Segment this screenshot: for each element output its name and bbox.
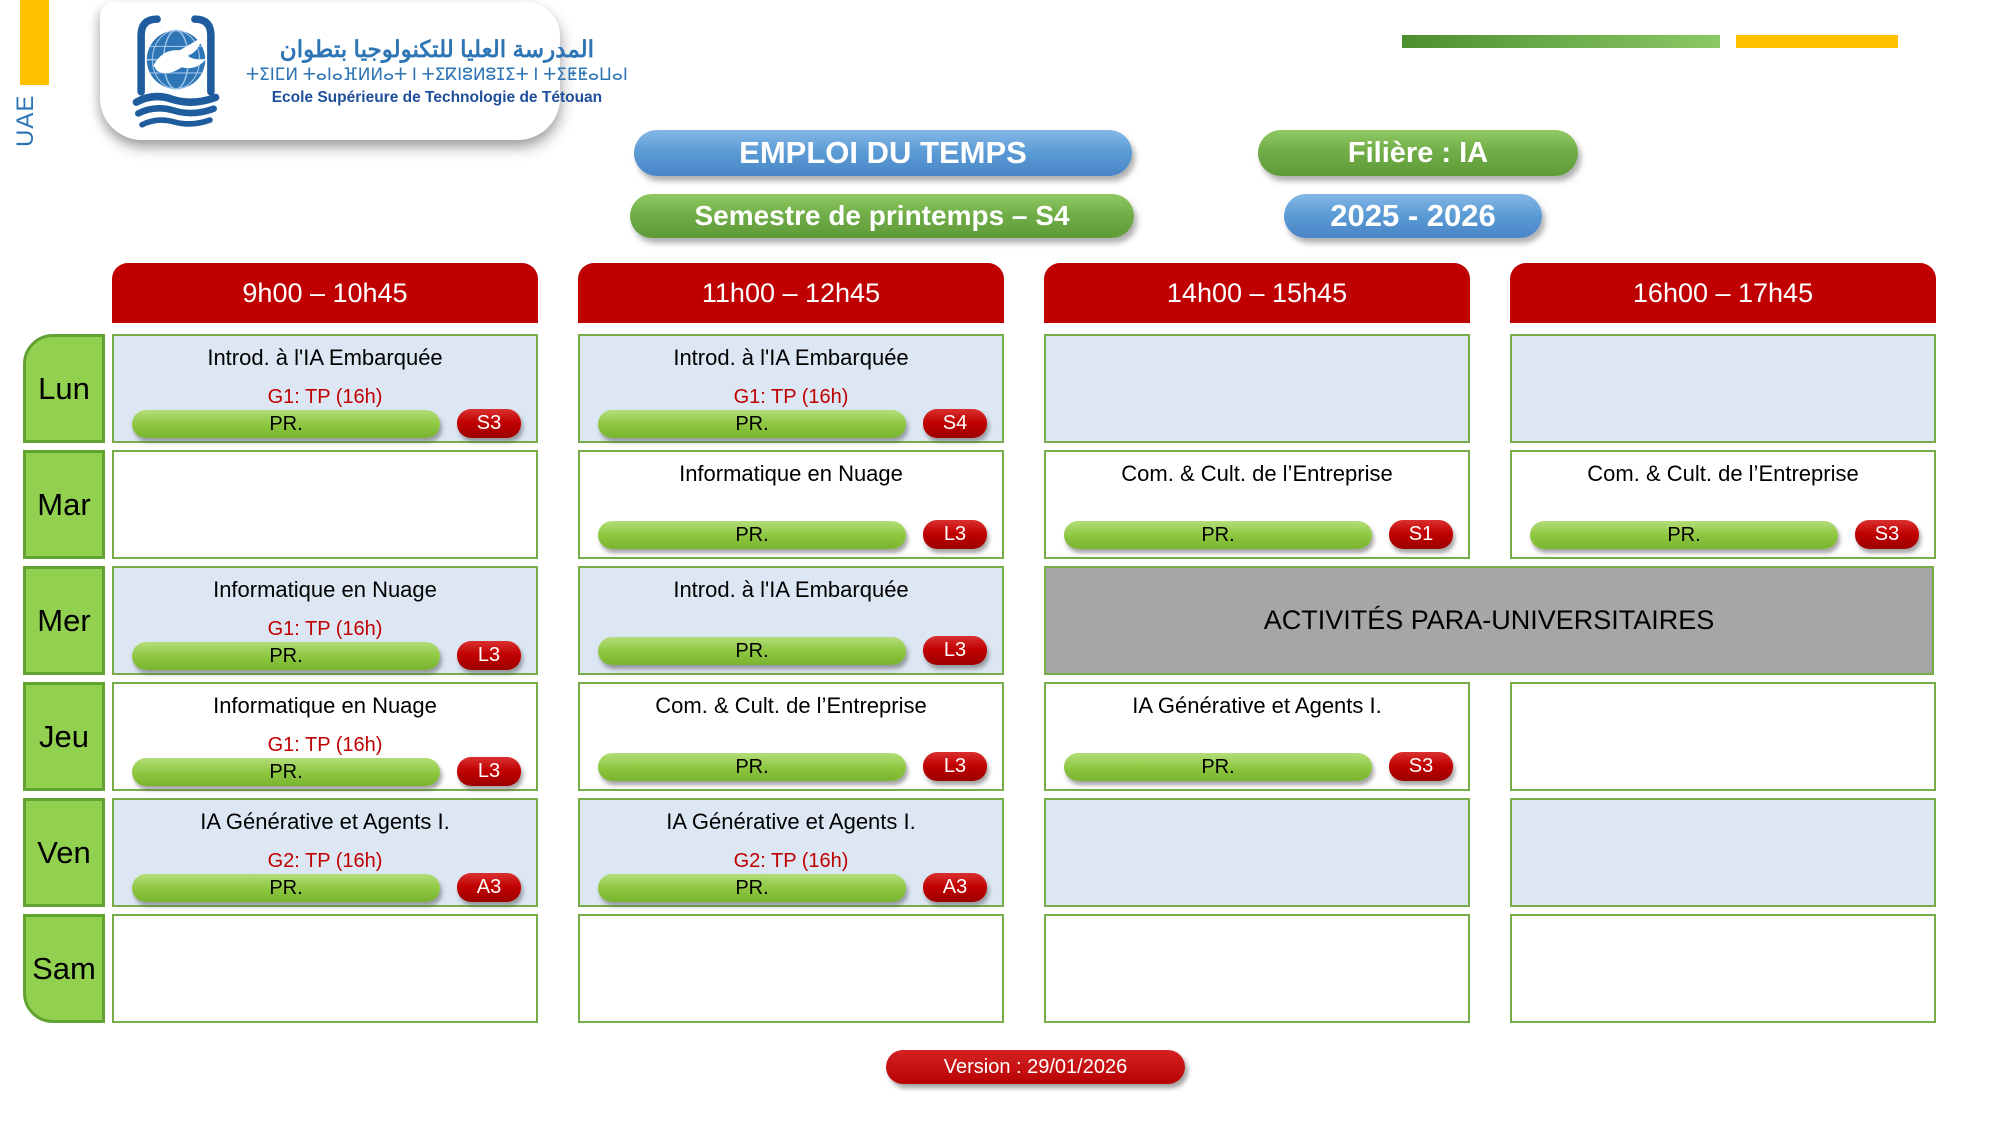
timetable-cell-empty <box>1044 334 1470 443</box>
timetable-cell: IA Générative et Agents I. G2: TP (16h) … <box>112 798 538 907</box>
academic-year-badge: 2025 - 2026 <box>1284 194 1542 238</box>
school-name-block: المدرسة العليا للتكنولوجيا بتطوان ⵜⵉⵏⵎⵍ … <box>246 36 638 107</box>
course-group: G1: TP (16h) <box>267 386 383 408</box>
version-badge: Version : 29/01/2026 <box>886 1050 1185 1084</box>
course-group: G2: TP (16h) <box>267 850 383 872</box>
program-badge: Filière : IA <box>1258 130 1578 176</box>
timetable-cell: Introd. à l'IA Embarquée G1: TP (16h) PR… <box>578 334 1004 443</box>
top-accent-bar-green <box>1402 35 1720 48</box>
timetable-cell-empty <box>1510 798 1936 907</box>
timetable-cell: Com. & Cult. de l’Entreprise PR. S3 <box>1510 450 1936 559</box>
timetable-cell: Com. & Cult. de l’Entreprise PR. L3 <box>578 682 1004 791</box>
room-pill: L3 <box>457 641 521 670</box>
time-slot-header: 14h00 – 15h45 <box>1044 263 1470 323</box>
day-label-lun: Lun <box>23 334 105 443</box>
teacher-pill: PR. <box>132 641 440 670</box>
room-pill: S4 <box>923 409 987 438</box>
day-label-mer: Mer <box>23 566 105 675</box>
room-pill: L3 <box>923 752 987 781</box>
teacher-pill: PR. <box>598 636 906 665</box>
timetable-cell-empty <box>1510 682 1936 791</box>
top-accent-bar-gold <box>1736 35 1898 48</box>
timetable-cell-empty <box>1510 334 1936 443</box>
day-label-mar: Mar <box>23 450 105 559</box>
teacher-pill: PR. <box>598 409 906 438</box>
time-slot-header: 9h00 – 10h45 <box>112 263 538 323</box>
course-title: Introd. à l'IA Embarquée <box>673 577 909 602</box>
timetable-cell: Com. & Cult. de l’Entreprise PR. S1 <box>1044 450 1470 559</box>
course-title: IA Générative et Agents I. <box>200 809 450 834</box>
page-title: EMPLOI DU TEMPS <box>634 130 1132 176</box>
para-university-activities-cell: ACTIVITÉS PARA-UNIVERSITAIRES <box>1044 566 1934 675</box>
room-pill: L3 <box>923 520 987 549</box>
course-title: IA Générative et Agents I. <box>666 809 916 834</box>
timetable-cell-empty <box>1044 798 1470 907</box>
teacher-pill: PR. <box>598 873 906 902</box>
school-name-tifinagh: ⵜⵉⵏⵎⵍ ⵜⴰⵏⴰⴼⵍⵍⴰⵜ ⵏ ⵜⵉⴽⵏⵓⵍⵓⵊⵉⵜ ⵏ ⵜⵉⵟⵟⴰⵡⴰⵏ <box>246 65 628 85</box>
semester-badge: Semestre de printemps – S4 <box>630 194 1134 238</box>
day-label-sam: Sam <box>23 914 105 1023</box>
timetable-cell: Informatique en Nuage G1: TP (16h) PR. L… <box>112 566 538 675</box>
teacher-pill: PR. <box>1064 520 1372 549</box>
teacher-pill: PR. <box>132 873 440 902</box>
teacher-pill: PR. <box>598 520 906 549</box>
day-label-ven: Ven <box>23 798 105 907</box>
room-pill: S1 <box>1389 520 1453 549</box>
left-accent-bar <box>20 0 49 85</box>
room-pill: A3 <box>923 873 987 902</box>
course-group: G2: TP (16h) <box>733 850 849 872</box>
room-pill: S3 <box>457 409 521 438</box>
course-title: Informatique en Nuage <box>213 693 437 718</box>
school-name-arabic: المدرسة العليا للتكنولوجيا بتطوان <box>279 35 595 62</box>
timetable-cell-empty <box>1510 914 1936 1023</box>
course-title: Informatique en Nuage <box>213 577 437 602</box>
course-group: G1: TP (16h) <box>733 386 849 408</box>
course-title: Introd. à l'IA Embarquée <box>673 345 909 370</box>
timetable-cell-empty <box>112 914 538 1023</box>
timetable-cell: Informatique en Nuage PR. L3 <box>578 450 1004 559</box>
school-logo-card: المدرسة العليا للتكنولوجيا بتطوان ⵜⵉⵏⵎⵍ … <box>100 2 628 140</box>
course-title: IA Générative et Agents I. <box>1132 693 1382 718</box>
time-slot-header: 11h00 – 12h45 <box>578 263 1004 323</box>
uae-label: UAE <box>12 94 39 148</box>
timetable-cell-empty <box>578 914 1004 1023</box>
course-title: Com. & Cult. de l’Entreprise <box>1587 461 1859 486</box>
school-name-french: Ecole Supérieure de Technologie de Tétou… <box>271 88 603 106</box>
timetable-cell: IA Générative et Agents I. G2: TP (16h) … <box>578 798 1004 907</box>
timetable-cell-empty <box>112 450 538 559</box>
teacher-pill: PR. <box>132 409 440 438</box>
timetable-cell: Informatique en Nuage G1: TP (16h) PR. L… <box>112 682 538 791</box>
course-title: Com. & Cult. de l’Entreprise <box>655 693 927 718</box>
timetable-cell: Introd. à l'IA Embarquée G1: TP (16h) PR… <box>112 334 538 443</box>
room-pill: L3 <box>923 636 987 665</box>
teacher-pill: PR. <box>132 757 440 786</box>
teacher-pill: PR. <box>1064 752 1372 781</box>
teacher-pill: PR. <box>598 752 906 781</box>
timetable-cell-empty <box>1044 914 1470 1023</box>
course-title: Informatique en Nuage <box>679 461 903 486</box>
timetable-cell: Introd. à l'IA Embarquée PR. L3 <box>578 566 1004 675</box>
room-pill: S3 <box>1855 520 1919 549</box>
time-slot-header: 16h00 – 17h45 <box>1510 263 1936 323</box>
room-pill: A3 <box>457 873 521 902</box>
timetable-cell: IA Générative et Agents I. PR. S3 <box>1044 682 1470 791</box>
room-pill: S3 <box>1389 752 1453 781</box>
course-group: G1: TP (16h) <box>267 618 383 640</box>
room-pill: L3 <box>457 757 521 786</box>
course-group: G1: TP (16h) <box>267 734 383 756</box>
day-label-jeu: Jeu <box>23 682 105 791</box>
teacher-pill: PR. <box>1530 520 1838 549</box>
school-logo-icon <box>132 15 220 128</box>
course-title: Com. & Cult. de l’Entreprise <box>1121 461 1393 486</box>
course-title: Introd. à l'IA Embarquée <box>207 345 443 370</box>
